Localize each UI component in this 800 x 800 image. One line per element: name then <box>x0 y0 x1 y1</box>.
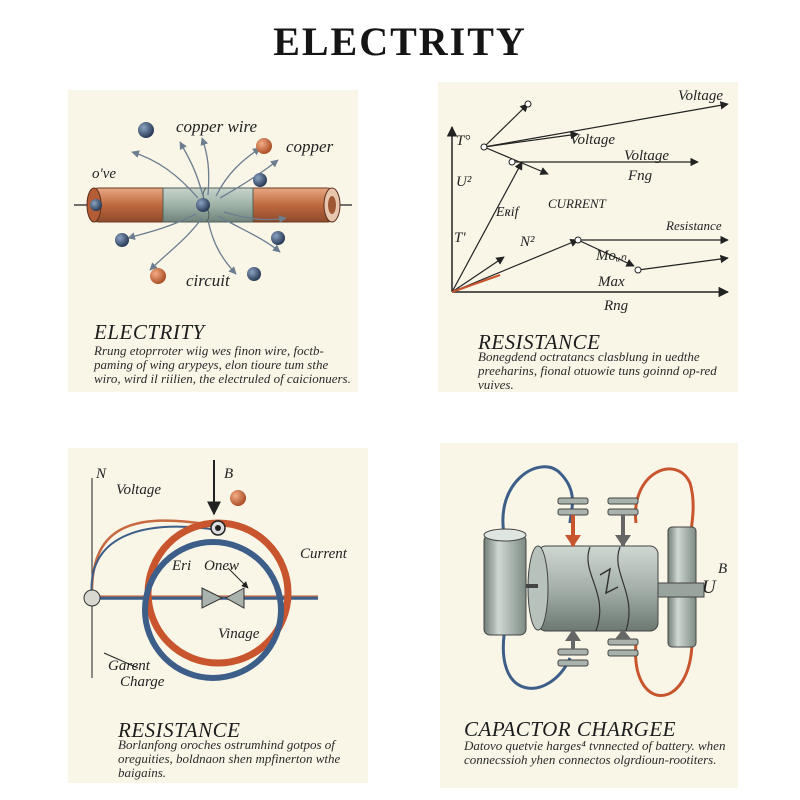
panel-caption: Bonegdend octratancs clasblung in uedthe… <box>478 349 717 392</box>
panel-heading: RESISTANCE <box>478 330 601 354</box>
label-eri: Eri <box>171 558 191 574</box>
blue-wire <box>501 465 574 544</box>
copper-wire <box>634 467 695 539</box>
copper-wire <box>634 642 694 697</box>
panel-heading: RESISTANCE <box>118 718 241 742</box>
label-voltage-mid: Voltage <box>570 132 615 148</box>
label-onew: Onew <box>204 558 239 574</box>
label-current: Current <box>300 546 348 562</box>
label-fng: Fng <box>627 168 653 184</box>
label-b: B <box>224 466 233 482</box>
label-charge: Charge <box>120 674 165 690</box>
label-circuit: circuit <box>186 271 231 290</box>
capacitor-body <box>537 545 659 632</box>
label-rng: Rng <box>603 298 629 314</box>
panel-capacitor: B U CAPACTOR CHARGEE Datovo quetvie harg… <box>440 443 738 788</box>
resistance-graph-diagram: Voltage T° Voltage Voltage Fng U² Eʀif C… <box>446 88 730 314</box>
label-copper: copper <box>286 137 334 156</box>
panel-caption: Datovo quetvie harges⁴ tvnnected of batt… <box>464 738 726 767</box>
label-t-degree: T° <box>456 133 470 149</box>
label-max: Max <box>597 274 625 290</box>
circuit-loop-diagram: N B Voltage Current Eri Onew Vinage Gare… <box>83 460 348 690</box>
label-mou: Moᵤₙ <box>595 248 627 264</box>
electron <box>196 198 210 212</box>
label-current: CURRENT <box>548 196 607 211</box>
blue-wire <box>501 622 572 690</box>
label-oye: o've <box>92 166 116 182</box>
electron <box>271 231 285 245</box>
label-n2: N² <box>519 234 535 250</box>
label-u2: U² <box>456 174 472 190</box>
label-copper-wire: copper wire <box>176 117 258 136</box>
panel-heading: ELECTRITY <box>94 320 205 344</box>
electron <box>253 173 267 187</box>
panel-copper-wire: copper wire copper o've circuit ELECTRIT… <box>68 90 358 392</box>
label-erf: Eʀif <box>495 205 521 220</box>
label-vinage: Vinage <box>218 626 260 642</box>
electron-flow-arrows <box>127 137 287 275</box>
panel-resistance-graph: Voltage T° Voltage Voltage Fng U² Eʀif C… <box>438 82 738 392</box>
label-t-prime: T' <box>454 230 466 246</box>
label-voltage-top: Voltage <box>678 88 723 104</box>
label-b: B <box>718 561 727 577</box>
panel-circuit-loop: N B Voltage Current Eri Onew Vinage Gare… <box>68 448 368 783</box>
left-cylinder <box>483 534 527 636</box>
copper-ion <box>150 268 166 284</box>
label-n: N <box>95 466 107 482</box>
panel-caption: Borlanfong oroches ostrumhind gotpos of … <box>118 737 341 780</box>
panel-heading: CAPACTOR CHARGEE <box>464 717 676 741</box>
label-u: U <box>702 577 717 598</box>
electron <box>247 267 261 281</box>
label-voltage: Voltage <box>116 482 161 498</box>
capacitor-diagram: B U <box>483 465 727 697</box>
electron <box>90 199 102 211</box>
copper-wire-diagram: copper wire copper o've circuit <box>74 117 352 290</box>
charge-ball <box>230 490 246 506</box>
label-garent: Garent <box>108 658 151 674</box>
label-resistance: Resistance <box>665 218 722 233</box>
copper-ion <box>256 138 272 154</box>
panel-caption: Rrung etoprroter wiig wes finon wire, fo… <box>94 343 351 386</box>
label-voltage-low: Voltage <box>624 148 669 164</box>
electron <box>138 122 154 138</box>
page-title: ELECTRITY <box>273 19 527 64</box>
electron <box>115 233 129 247</box>
blue-loop <box>142 539 284 681</box>
